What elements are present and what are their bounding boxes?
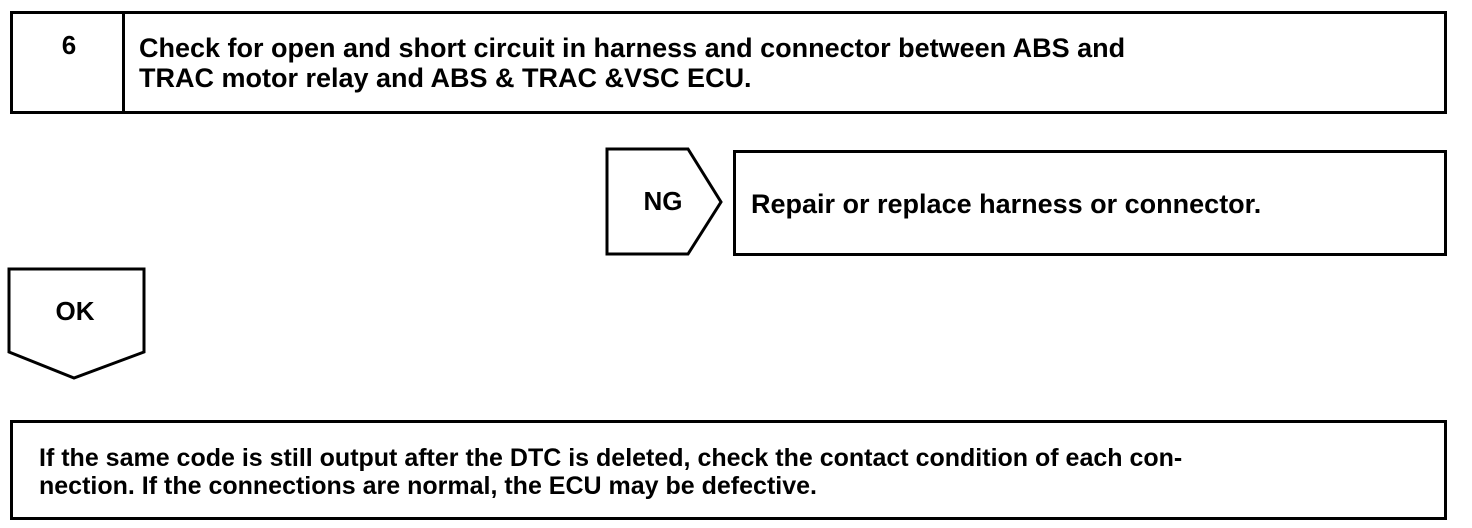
ng-result-text: Repair or replace harness or connector. (751, 189, 1262, 219)
step-number: 6 (61, 30, 77, 60)
step-number-cell: 6 (13, 14, 125, 111)
step-title-line-1: Check for open and short circuit in harn… (139, 33, 1126, 63)
final-note-text: If the same code is still output after t… (39, 444, 1429, 500)
step-box: 6 Check for open and short circuit in ha… (10, 11, 1447, 114)
ng-label: NG (643, 186, 683, 216)
final-note-line-1: If the same code is still output after t… (39, 444, 1183, 472)
final-note-line-2: nection. If the connections are normal, … (39, 472, 817, 500)
step-title: Check for open and short circuit in harn… (139, 33, 1429, 93)
step-title-line-2: TRAC motor relay and ABS & TRAC &VSC ECU… (139, 63, 752, 93)
ng-result-box: Repair or replace harness or connector. (733, 150, 1447, 256)
final-note-box: If the same code is still output after t… (10, 420, 1447, 520)
ok-label: OK (55, 296, 95, 326)
